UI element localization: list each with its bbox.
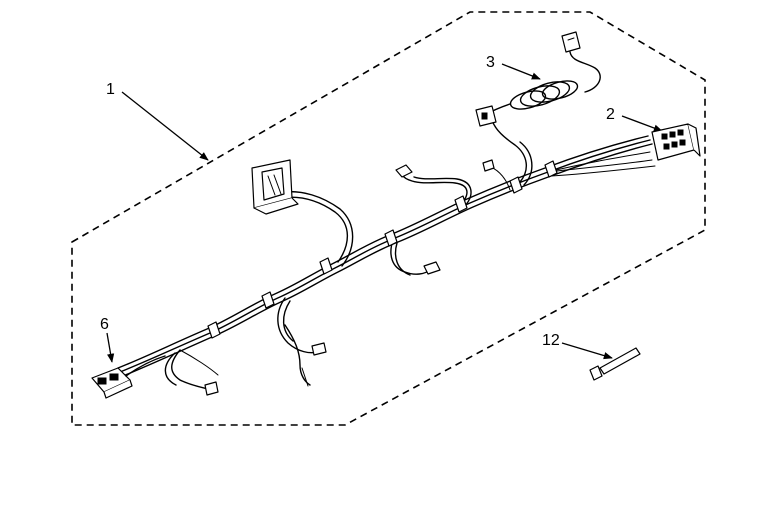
callout-1-leader bbox=[121, 91, 209, 161]
wire-branch-upper-center bbox=[395, 164, 472, 209]
callout-3-label: 3 bbox=[486, 54, 495, 71]
callout-3-leader bbox=[501, 63, 541, 80]
wire-branch-cord-connection bbox=[482, 119, 533, 191]
callout-2-label: 2 bbox=[606, 106, 615, 123]
callout-2-leader bbox=[621, 115, 663, 132]
cable-tie bbox=[589, 347, 641, 381]
callout-6-leader bbox=[106, 332, 115, 363]
callout-3: 3 bbox=[486, 54, 541, 80]
terminal-block bbox=[251, 159, 299, 215]
callout-12-leader bbox=[561, 342, 613, 360]
wire-harness-trunk bbox=[117, 135, 656, 377]
wire-branch-lower-left bbox=[277, 297, 327, 387]
harness-clips bbox=[207, 160, 558, 339]
callout-6: 6 bbox=[100, 316, 115, 363]
multi-pin-connector bbox=[651, 123, 701, 161]
end-connector bbox=[91, 355, 166, 399]
callout-1: 1 bbox=[106, 81, 209, 161]
callout-2: 2 bbox=[606, 106, 663, 132]
wire-branch-lower-center bbox=[390, 239, 441, 276]
callout-12-label: 12 bbox=[542, 332, 560, 349]
wire-branch-bottom-left bbox=[164, 349, 219, 396]
callout-1-label: 1 bbox=[106, 81, 115, 98]
coiled-cord bbox=[475, 31, 601, 127]
wire-branch-upper-left bbox=[279, 190, 354, 267]
assembly-boundary-outline bbox=[71, 11, 706, 426]
callout-6-label: 6 bbox=[100, 316, 109, 333]
callout-12: 12 bbox=[542, 332, 613, 360]
